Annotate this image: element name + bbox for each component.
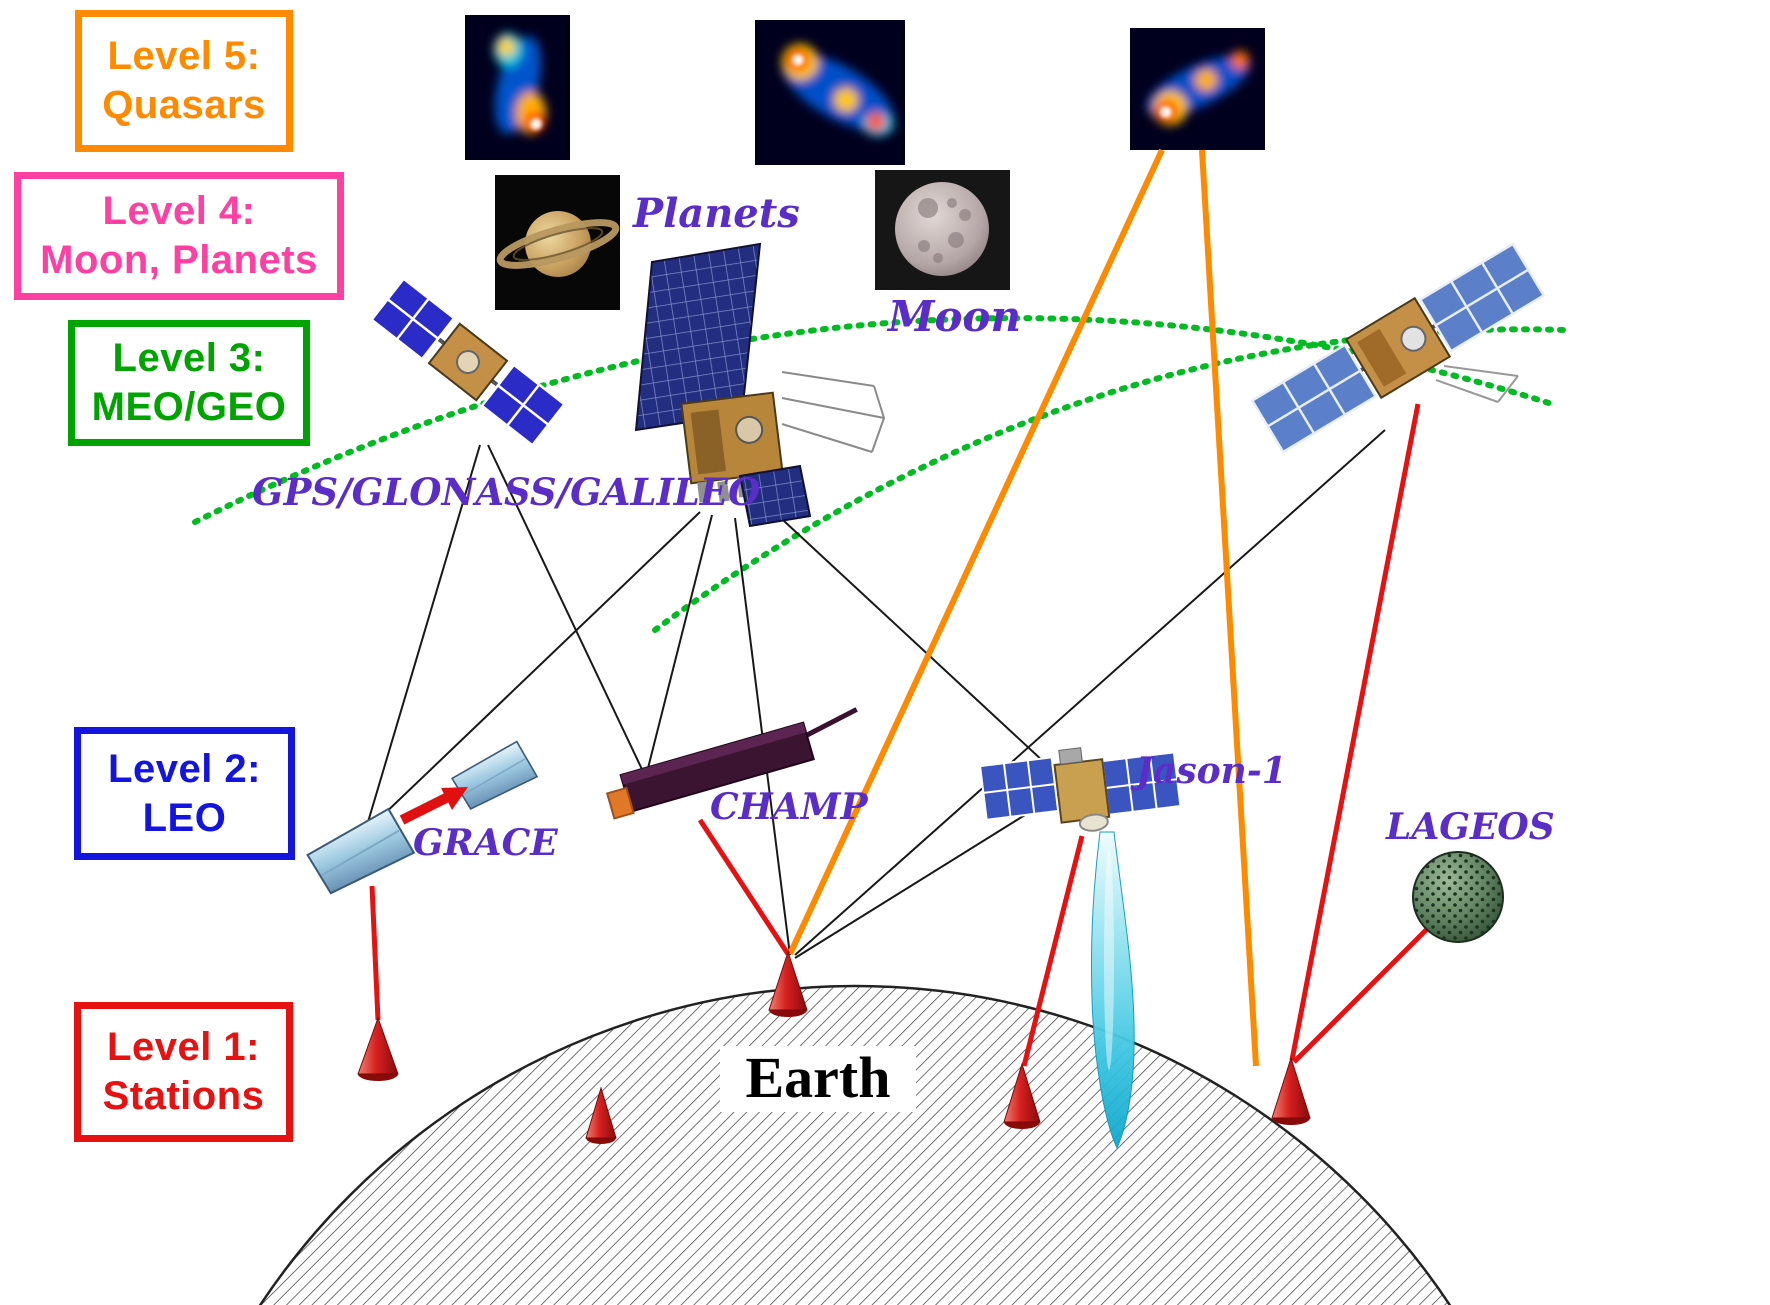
level-2-line2: LEO [142,795,227,840]
vlbi-line-2 [1199,149,1259,1067]
moon-image [875,170,1010,290]
gnss-satellite [634,242,886,528]
planets-label: Planets [633,190,800,237]
moon-label: Moon [888,292,1022,341]
quasar-image-2 [755,20,905,165]
altimeter-beam [1090,831,1135,1150]
level-3-box: Level 3: MEO/GEO [68,320,310,446]
station-cone-2 [768,950,808,1017]
microwave-line-station-jason [794,791,1063,959]
level-5-line2: Quasars [102,83,266,127]
gnss-label: GPS/GLONASS/GALILEO [252,470,761,514]
level-3-line1: Level 3: [112,336,266,381]
level-4-line1: Level 4: [102,189,256,234]
laser-line-champ [697,818,791,956]
microwave-line-gps-champ [487,444,649,783]
quasar-image-1 [465,15,570,160]
level-2-line1: Level 2: [108,746,261,791]
laser-line-lageos [1292,926,1430,1064]
laser-line-jason [1021,835,1085,1067]
earth-label: Earth [720,1046,916,1112]
grace-arrow-icon [399,787,468,825]
laser-line-grace [369,885,381,1021]
vlbi-line-1 [787,148,1165,956]
lageos-satellite [1412,851,1504,943]
champ-label: CHAMP [710,786,868,828]
lageos-label: LAGEOS [1386,806,1555,848]
level-4-line2: Moon, Planets [40,238,318,282]
champ-satellite [605,707,858,820]
jason1-satellite [978,747,1182,832]
station-cone-3 [585,1086,617,1144]
level-5-line1: Level 5: [107,34,261,79]
microwave-line-geo-station [794,429,1386,956]
station-cone-4 [1003,1062,1041,1129]
orbit-arc-outer [192,315,1558,525]
grace-label: GRACE [413,822,558,864]
level-1-line1: Level 1: [107,1025,260,1070]
laser-lines [369,403,1430,1067]
level-2-box: Level 2: LEO [74,727,295,860]
level-1-box: Level 1: Stations [74,1002,293,1142]
station-cone-1 [357,1016,399,1081]
orbit-arcs [192,315,1568,633]
gps-satellite [369,276,567,448]
level-5-box: Level 5: Quasars [75,10,293,152]
geo-satellite [1250,242,1546,454]
quasar-image-3 [1130,28,1265,150]
laser-line-geo [1289,403,1421,1061]
level-3-line2: MEO/GEO [91,385,287,429]
microwave-line-gps-grace [367,444,481,823]
saturn-image [495,175,620,310]
vlbi-lines [787,148,1259,1067]
microwave-line-gnss-champ [644,514,713,781]
grace-satellites [306,740,539,895]
microwave-line-gnss-jason [769,507,1059,776]
station-cone-5 [1271,1056,1311,1125]
jason1-label: Jason-1 [1136,750,1287,792]
earth-graphic [258,984,1452,1305]
microwave-line-gnss-grace [377,511,701,821]
level-1-line2: Stations [102,1074,265,1118]
level-4-box: Level 4: Moon, Planets [14,172,344,300]
